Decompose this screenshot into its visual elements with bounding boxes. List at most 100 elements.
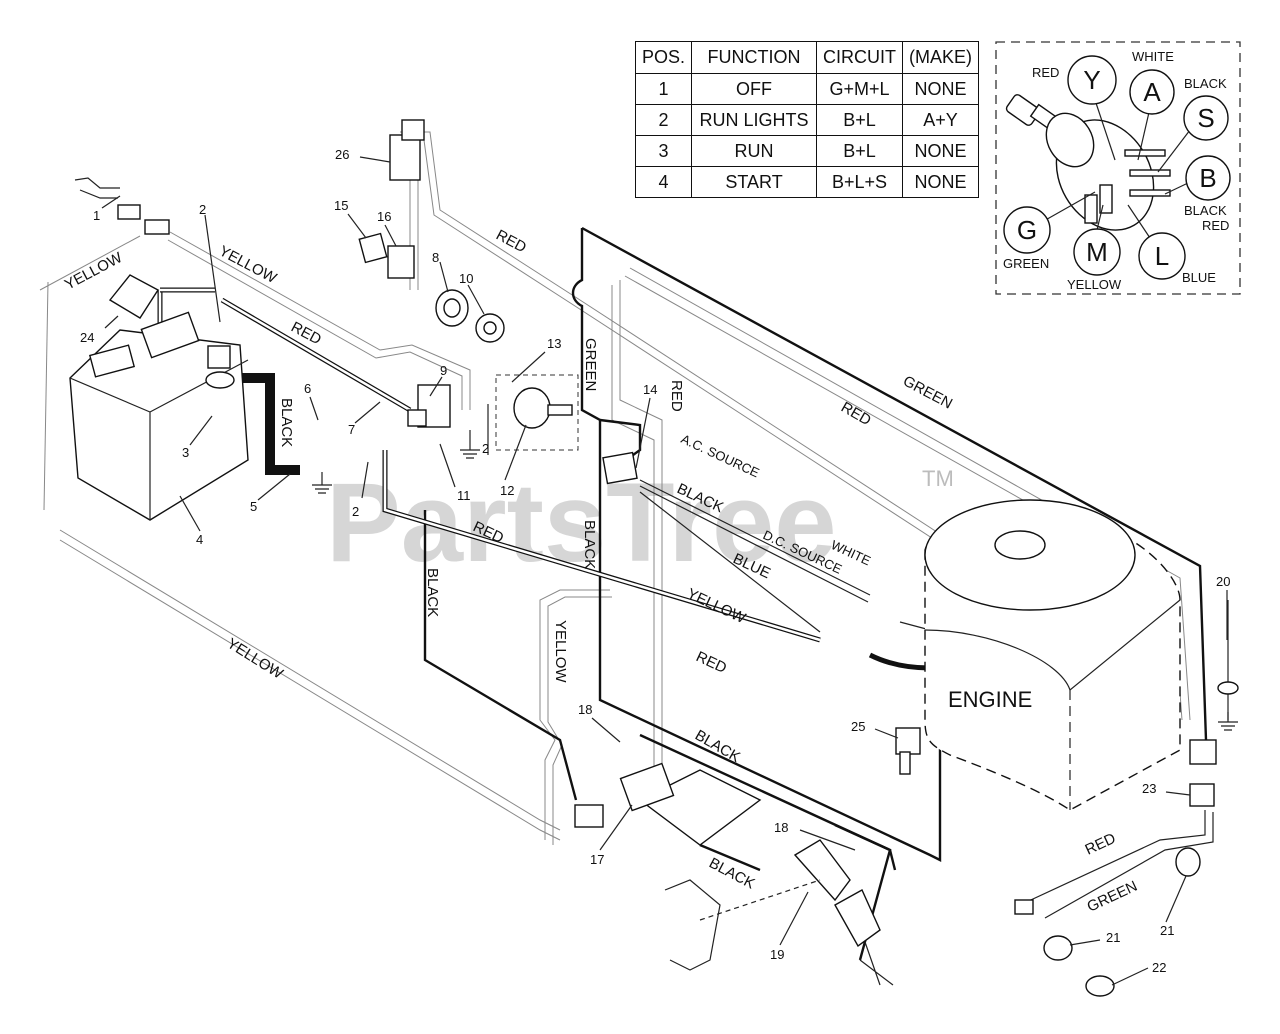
yellow-harness	[39, 231, 612, 845]
engine-label: ENGINE	[948, 687, 1032, 712]
terminal-b: B	[1199, 163, 1216, 193]
battery-to-switch-wires	[157, 287, 931, 671]
part-number: 26	[335, 147, 349, 162]
connector-1	[74, 177, 170, 235]
part-16	[387, 245, 415, 279]
table-cell: B+L+S	[816, 166, 904, 198]
terminal-m: M	[1086, 237, 1108, 267]
switch-label-black-2: BLACK	[1184, 203, 1227, 218]
part-number: 24	[80, 330, 94, 345]
wire-label-yellow: YELLOW	[62, 249, 126, 294]
switch-position-table: POS. FUNCTION CIRCUIT (MAKE) 1 OFF G+M+L…	[634, 41, 980, 198]
part-9-relay	[407, 384, 451, 428]
terminal-l-circle	[1138, 232, 1186, 280]
terminal-y: Y	[1083, 65, 1100, 95]
part-number: 22	[1152, 960, 1166, 975]
part-number: 11	[457, 488, 471, 503]
table-row: 4 START B+L+S NONE	[634, 166, 980, 198]
switch-label-green: GREEN	[1003, 256, 1049, 271]
part-number: 13	[547, 336, 561, 351]
part-number: 3	[182, 445, 189, 460]
table-header: POS.	[634, 41, 693, 74]
table-cell: RUN LIGHTS	[691, 104, 818, 136]
table-header: CIRCUIT	[816, 41, 904, 74]
switch-label-red: RED	[1032, 65, 1059, 80]
wire-label-red: RED	[493, 227, 529, 257]
part-number: 15	[334, 198, 348, 213]
table-cell: 1	[634, 73, 693, 105]
terminal-g: G	[1017, 215, 1037, 245]
switch-label-red-2: RED	[1202, 218, 1229, 233]
switch-label-blue: BLUE	[1182, 270, 1216, 285]
part-number: 17	[590, 852, 604, 867]
part-20-bolt	[1217, 600, 1239, 720]
terminal-l: L	[1155, 241, 1169, 271]
part-number: 18	[578, 702, 592, 717]
part-number: 7	[348, 422, 355, 437]
terminal-y-circle	[1067, 55, 1117, 105]
part-10-nut	[475, 313, 505, 343]
wire-label-red: RED	[668, 380, 685, 412]
table-header-row: POS. FUNCTION CIRCUIT (MAKE)	[634, 41, 980, 74]
part-number: 4	[196, 532, 203, 547]
engine	[924, 499, 1181, 811]
terminal-a-circle	[1129, 69, 1175, 115]
wire-label-green: GREEN	[1085, 878, 1141, 916]
ground-icon	[312, 430, 1238, 731]
part-13-switch-box	[495, 374, 579, 451]
battery	[69, 311, 249, 521]
part-23-connector	[1189, 739, 1217, 807]
table-cell: RUN	[691, 135, 818, 167]
part-number: 19	[770, 947, 784, 962]
terminal-s-circle	[1183, 95, 1229, 141]
ignition-switch-drawing	[1005, 94, 1171, 231]
part-number: 5	[250, 499, 257, 514]
table-cell: G+M+L	[816, 73, 904, 105]
table-row: 1 OFF G+M+L NONE	[634, 73, 980, 105]
terminal-g-circle	[1003, 206, 1051, 254]
wire-label-black: BLACK	[581, 520, 598, 569]
part-number: 20	[1216, 574, 1230, 589]
mounting-bracket	[664, 879, 821, 971]
wire-label-yellow: YELLOW	[552, 620, 569, 683]
part-number: 1	[93, 208, 100, 223]
switch-label-yellow: YELLOW	[1067, 277, 1122, 292]
part-14-connector	[602, 451, 638, 485]
wire-label-black: BLACK	[424, 568, 441, 617]
wire-label-red: RED	[693, 648, 729, 677]
part-15	[358, 232, 388, 264]
wire-label-green: GREEN	[582, 338, 599, 391]
part-number: 25	[851, 719, 865, 734]
table-cell: NONE	[902, 135, 980, 167]
terminal-m-circle	[1073, 228, 1121, 276]
table-cell: NONE	[902, 73, 980, 105]
part-number: 12	[500, 483, 514, 498]
terminal-s: S	[1197, 103, 1214, 133]
part-number: 16	[377, 209, 391, 224]
part-number: 9	[440, 363, 447, 378]
watermark-text: PartsTree	[326, 460, 837, 585]
part-number: 18	[774, 820, 788, 835]
wire-label-red: RED	[1083, 830, 1119, 859]
part-number: 23	[1142, 781, 1156, 796]
wire-label-black: BLACK	[278, 398, 295, 447]
part-25	[895, 727, 921, 775]
table-cell: A+Y	[902, 104, 980, 136]
part-26-connector	[389, 119, 425, 181]
part-number: 21	[1106, 930, 1120, 945]
table-header: FUNCTION	[691, 41, 818, 74]
part-number: 14	[643, 382, 657, 397]
wire-label-red: RED	[838, 399, 874, 430]
part-number: 2	[352, 504, 359, 519]
switch-terminal-circles	[1003, 55, 1231, 280]
watermark-tm: TM	[922, 466, 954, 491]
table-cell: 4	[634, 166, 693, 198]
switch-leader-lines	[1041, 102, 1191, 239]
table-cell: NONE	[902, 166, 980, 198]
part-number: 2	[199, 202, 206, 217]
part-19-switch	[793, 839, 881, 948]
part-number: 21	[1160, 923, 1174, 938]
table-row: 3 RUN B+L NONE	[634, 135, 980, 167]
part-24	[108, 274, 159, 319]
part-number: 8	[432, 250, 439, 265]
